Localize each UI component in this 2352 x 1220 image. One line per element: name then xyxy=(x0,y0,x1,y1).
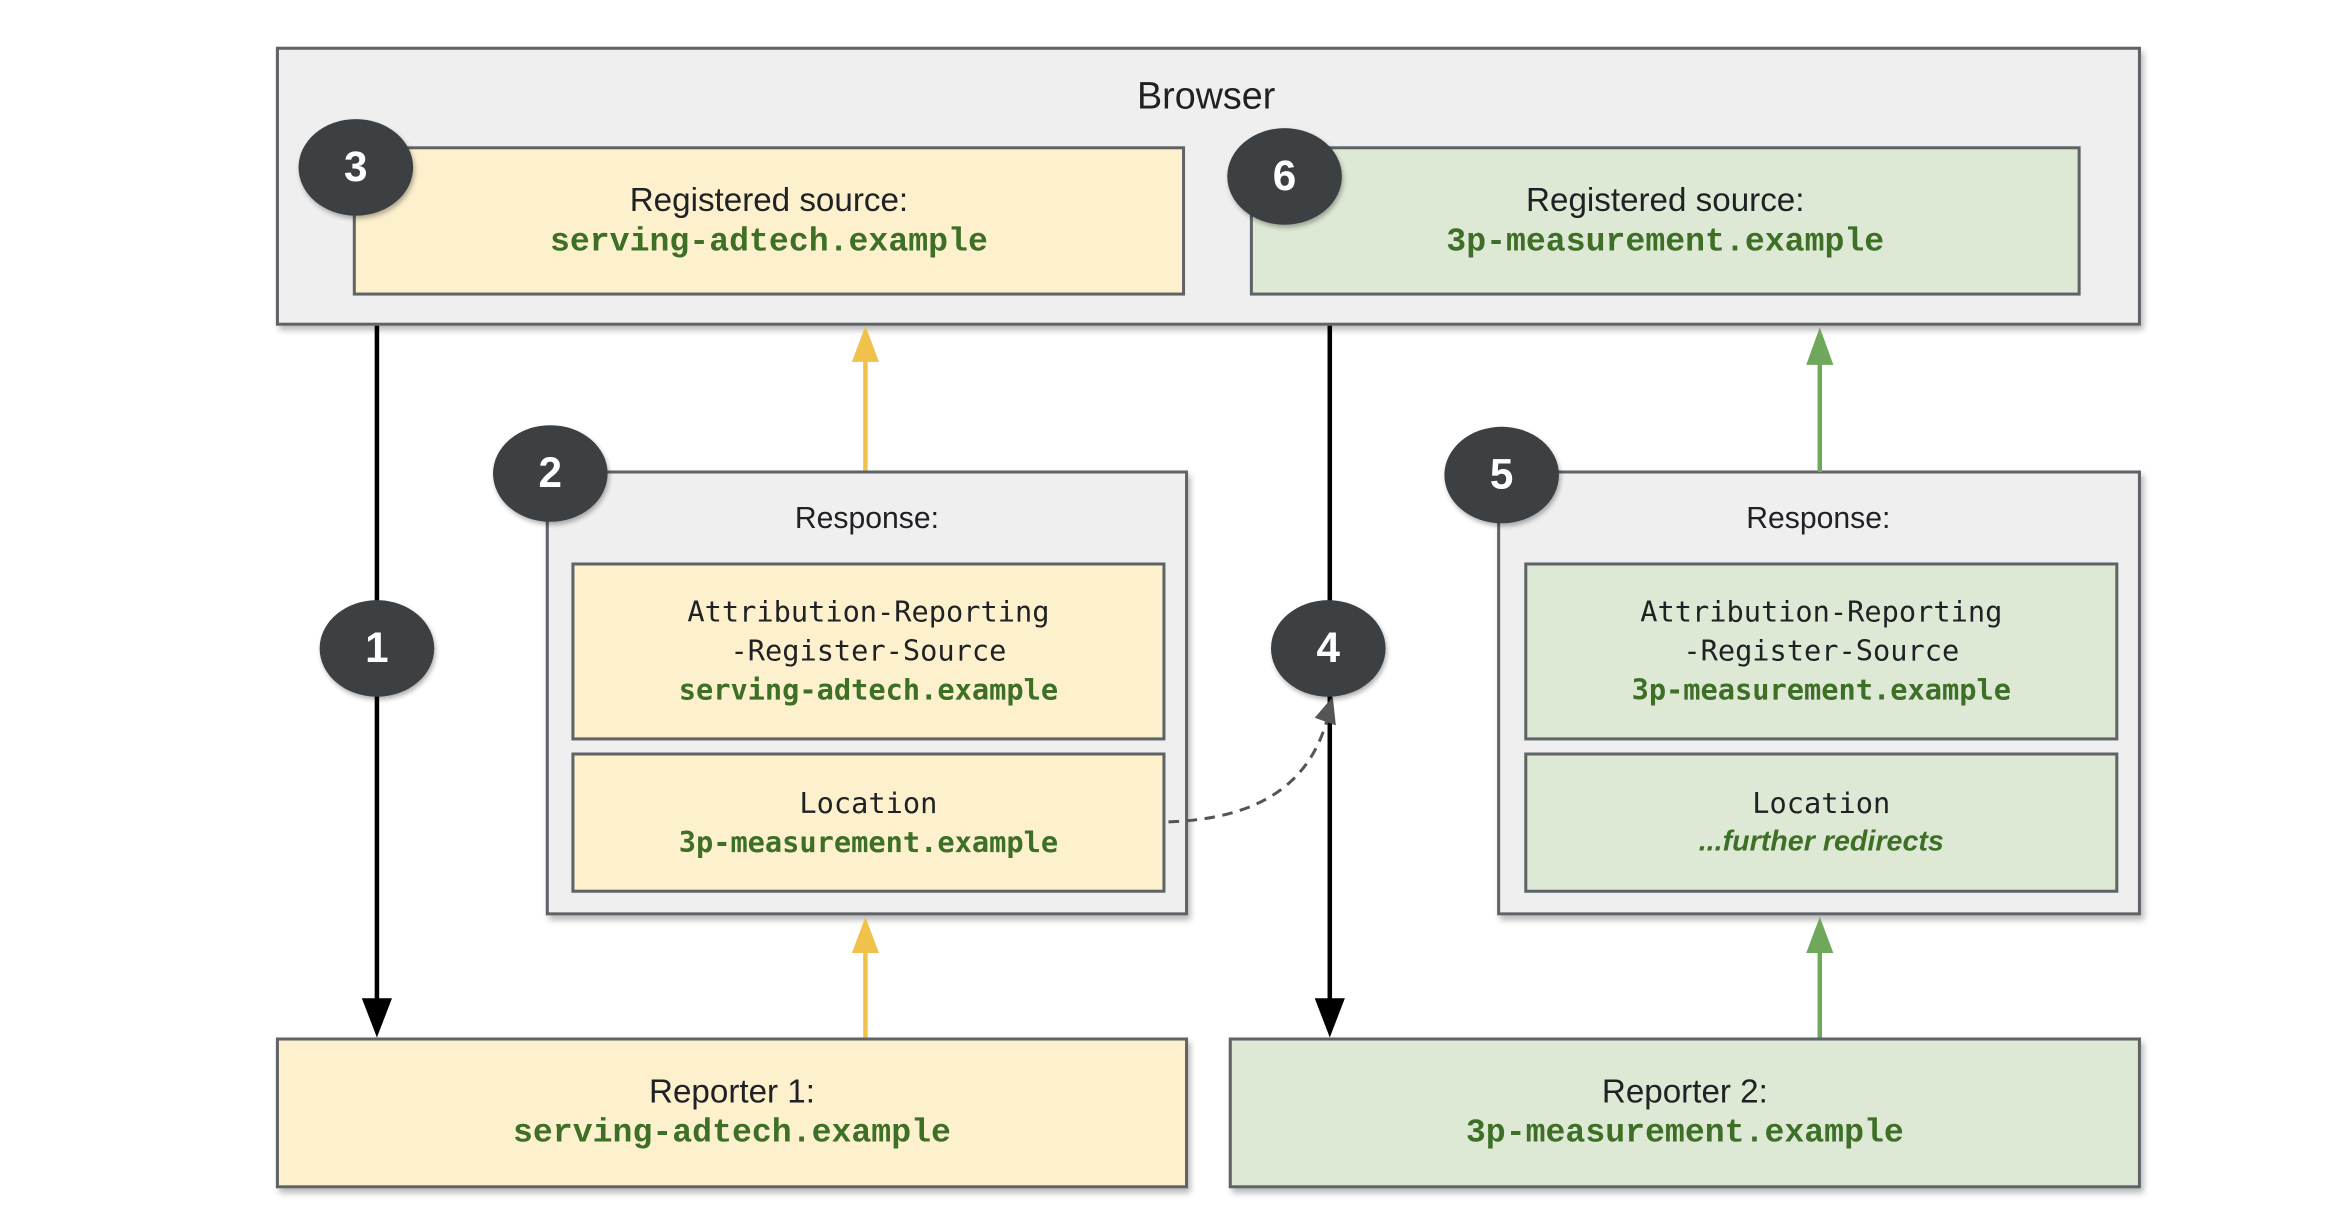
step-badge-6: 6 xyxy=(1227,128,1342,225)
arrow-head-source-left xyxy=(851,325,879,362)
response-right-header-value: 3p-measurement.example xyxy=(1631,674,2012,708)
step-badge-1: 1 xyxy=(319,600,435,697)
arrow-head-response-left xyxy=(851,916,879,954)
response-right-location-value: ...further redirects xyxy=(1698,825,1944,858)
reporter-2-domain: 3p-measurement.example xyxy=(1465,1114,1904,1153)
step-badge-2: 2 xyxy=(493,425,608,522)
response-left-header-line1: Attribution-Reporting xyxy=(687,595,1050,629)
step-badge-5: 5 xyxy=(1444,426,1559,524)
response-left-header-value: serving-adtech.example xyxy=(678,674,1059,708)
registered-source-left-label: Registered source: xyxy=(629,180,909,218)
registered-source-left: Registered source: serving-adtech.exampl… xyxy=(352,146,1186,296)
response-right-location-box: Location ...further redirects xyxy=(1524,752,2119,893)
arrow-head-reporter-1 xyxy=(361,998,393,1038)
arrow-head-reporter-2 xyxy=(1314,998,1345,1038)
response-right-caption: Response: xyxy=(1746,502,1891,536)
response-left-location-label: Location xyxy=(799,786,938,820)
reporter-1-box: Reporter 1: serving-adtech.example xyxy=(275,1037,1189,1189)
response-left-header-box: Attribution-Reporting -Register-Source s… xyxy=(571,562,1166,741)
step-badge-4: 4 xyxy=(1270,600,1386,697)
registered-source-right-domain: 3p-measurement.example xyxy=(1446,222,1885,261)
registered-source-right-label: Registered source: xyxy=(1526,180,1805,218)
arrow-head-response-right xyxy=(1806,916,1834,954)
redirect-dashed-arrow xyxy=(1168,720,1329,824)
response-right-header-line1: Attribution-Reporting xyxy=(1640,595,2003,629)
step-badge-3: 3 xyxy=(298,119,414,216)
reporter-1-domain: serving-adtech.example xyxy=(513,1114,951,1153)
redirect-arrow-head xyxy=(1314,696,1336,726)
response-left-location-value: 3p-measurement.example xyxy=(678,825,1059,859)
response-left-header-line2: -Register-Source xyxy=(730,634,1007,669)
response-right-location-label: Location xyxy=(1752,786,1891,820)
response-left-location-box: Location 3p-measurement.example xyxy=(571,752,1166,893)
reporter-1-label: Reporter 1: xyxy=(649,1072,815,1110)
response-left-caption: Response: xyxy=(794,502,940,536)
reporter-2-box: Reporter 2: 3p-measurement.example xyxy=(1228,1037,2141,1189)
response-right-header-box: Attribution-Reporting -Register-Source 3… xyxy=(1524,562,2119,741)
arrow-head-source-right xyxy=(1806,327,1834,365)
registered-source-right: Registered source: 3p-measurement.exampl… xyxy=(1249,146,2081,296)
browser-title: Browser xyxy=(1137,75,1276,118)
response-right-header-line2: -Register-Source xyxy=(1683,634,1960,669)
reporter-2-label: Reporter 2: xyxy=(1601,1072,1768,1110)
registered-source-left-domain: serving-adtech.example xyxy=(549,222,988,261)
